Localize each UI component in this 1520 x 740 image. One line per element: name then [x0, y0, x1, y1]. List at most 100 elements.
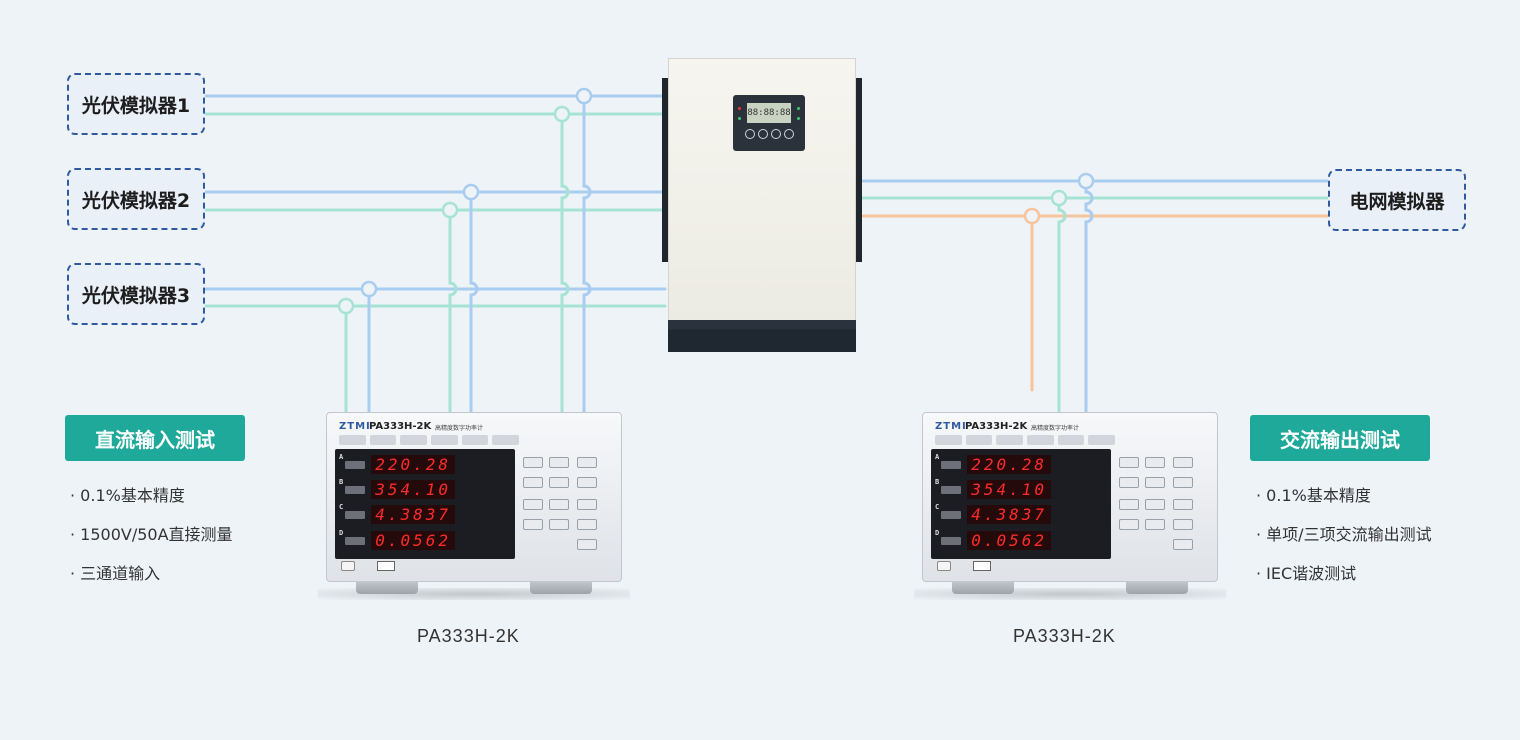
- keypad-key[interactable]: [523, 457, 543, 468]
- channel-key[interactable]: [345, 511, 365, 519]
- meter-top-keys: [339, 435, 520, 449]
- keypad-key[interactable]: [1173, 457, 1193, 468]
- power-button[interactable]: [937, 561, 951, 571]
- inverter-button[interactable]: [784, 129, 794, 139]
- keypad-key[interactable]: [1119, 499, 1139, 510]
- keypad-key[interactable]: [523, 477, 543, 488]
- ac-output-test-badge: 交流输出测试: [1250, 415, 1430, 461]
- inverter-button[interactable]: [758, 129, 768, 139]
- keypad-key[interactable]: [1145, 499, 1165, 510]
- junction-node: [441, 201, 459, 219]
- usb-port-icon: [973, 561, 991, 571]
- keypad-key[interactable]: [1173, 499, 1193, 510]
- channel-key[interactable]: [345, 537, 365, 545]
- meter-key[interactable]: [996, 435, 1024, 445]
- reading-display: 4.3837: [371, 505, 455, 524]
- keypad-key[interactable]: [1119, 477, 1139, 488]
- meter-key[interactable]: [492, 435, 520, 445]
- inverter-front: 88:88:88: [668, 58, 856, 322]
- meter-key[interactable]: [965, 435, 993, 445]
- junction-nodes: [337, 87, 1095, 315]
- meter-key[interactable]: [369, 435, 397, 445]
- pv-simulator-3-label: 光伏模拟器3: [81, 284, 191, 307]
- junction-node: [1077, 172, 1095, 190]
- keypad-key[interactable]: [1173, 519, 1193, 530]
- meter-subtitle: 高精度数字功率计: [435, 425, 484, 432]
- channel-key[interactable]: [941, 511, 961, 519]
- keypad-key[interactable]: [1145, 477, 1165, 488]
- meter-key[interactable]: [431, 435, 458, 445]
- meter-key[interactable]: [1057, 435, 1085, 445]
- meter-foot: [356, 580, 418, 594]
- keypad-key[interactable]: [1173, 539, 1193, 550]
- keypad-key[interactable]: [523, 519, 543, 530]
- keypad-key[interactable]: [1145, 519, 1165, 530]
- meter-foot: [952, 580, 1014, 594]
- keypad-key[interactable]: [1119, 457, 1139, 468]
- keypad-key[interactable]: [577, 457, 597, 468]
- channel-label: D: [935, 529, 940, 537]
- junction-node: [1023, 207, 1041, 225]
- reading-display: 220.28: [967, 455, 1051, 474]
- meter-model: PA333H-2K: [965, 421, 1028, 432]
- keypad-key[interactable]: [549, 477, 569, 488]
- grid-simulator-label: 电网模拟器: [1349, 190, 1445, 213]
- keypad-key[interactable]: [523, 499, 543, 510]
- channel-label: B: [339, 478, 344, 486]
- meter-key[interactable]: [1088, 435, 1116, 445]
- channel-label: A: [339, 453, 344, 461]
- meter-lead-pv1-neg: [560, 112, 570, 414]
- keypad-key[interactable]: [1119, 519, 1139, 530]
- channel-label: B: [935, 478, 940, 486]
- channel-key[interactable]: [941, 461, 961, 469]
- meter-key[interactable]: [400, 435, 428, 445]
- keypad-key[interactable]: [1173, 477, 1193, 488]
- meter-key[interactable]: [339, 435, 366, 445]
- keypad-key[interactable]: [1145, 457, 1165, 468]
- unit-indicators: [1055, 530, 1107, 551]
- meter-right-caption: PA333H-2K: [1013, 626, 1116, 646]
- keypad-key[interactable]: [577, 519, 597, 530]
- dc-input-test-badge: 直流输入测试: [65, 415, 245, 461]
- pv-simulator-3: 光伏模拟器3: [67, 263, 205, 325]
- usb-port-icon: [377, 561, 395, 571]
- unit-indicators: [459, 530, 511, 551]
- dc-feature-2: · 1500V/50A直接测量: [70, 525, 233, 544]
- inverter-side-right: [856, 78, 862, 262]
- channel-key[interactable]: [345, 461, 365, 469]
- keypad-key[interactable]: [577, 539, 597, 550]
- channel-label: C: [935, 503, 940, 511]
- keypad-key[interactable]: [577, 477, 597, 488]
- led-icon: [797, 107, 800, 110]
- meter-key[interactable]: [1027, 435, 1054, 445]
- channel-label: D: [339, 529, 344, 537]
- meter-key[interactable]: [935, 435, 962, 445]
- unit-indicators: [1055, 504, 1107, 525]
- channel-key[interactable]: [941, 537, 961, 545]
- dc-feature-3: · 三通道输入: [70, 564, 161, 583]
- junction-node: [1050, 189, 1068, 207]
- channel-key[interactable]: [941, 486, 961, 494]
- keypad-key[interactable]: [549, 457, 569, 468]
- channel-key[interactable]: [345, 486, 365, 494]
- dc-feature-1: · 0.1%基本精度: [70, 486, 185, 505]
- meter-key[interactable]: [461, 435, 489, 445]
- power-button[interactable]: [341, 561, 355, 571]
- keypad-key[interactable]: [577, 499, 597, 510]
- junction-node: [462, 183, 480, 201]
- inverter-button[interactable]: [771, 129, 781, 139]
- meter-model: PA333H-2K: [369, 421, 432, 432]
- inverter-buttons: [745, 129, 795, 143]
- inverter-button[interactable]: [745, 129, 755, 139]
- keypad-key[interactable]: [549, 499, 569, 510]
- keypad-key[interactable]: [549, 519, 569, 530]
- unit-indicators: [459, 479, 511, 500]
